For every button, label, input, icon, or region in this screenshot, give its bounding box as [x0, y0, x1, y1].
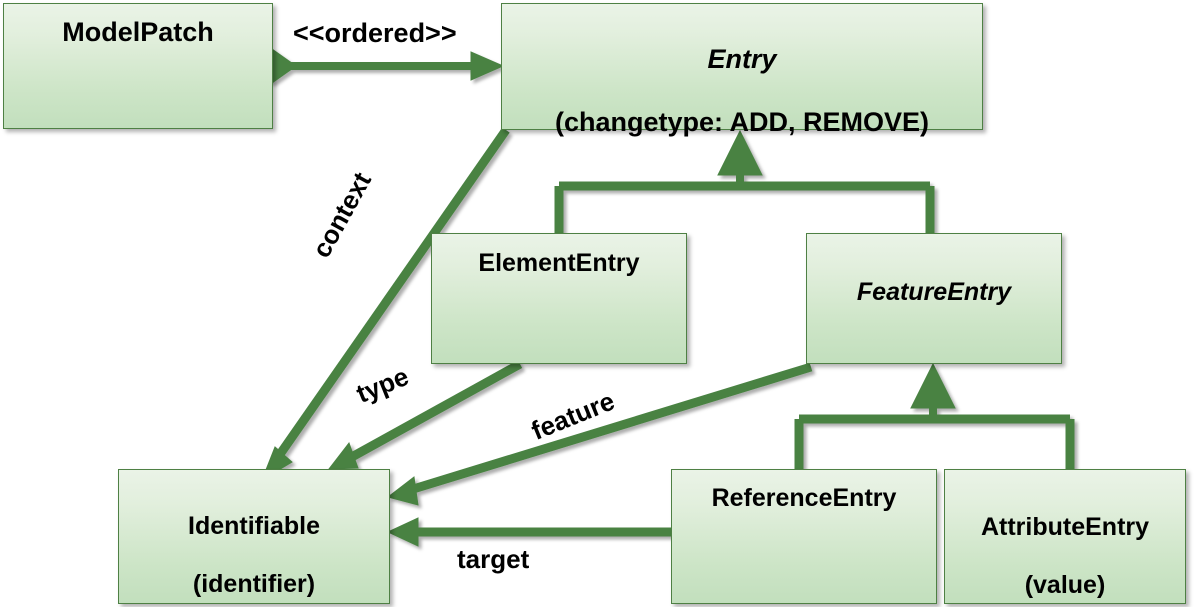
filled-triangle-icon: [910, 362, 956, 409]
edge-label-target: target: [457, 544, 530, 574]
open-arrow-icon: [386, 517, 419, 547]
class-box-attributeentry[interactable]: AttributeEntry (value): [944, 469, 1186, 604]
edge-feature: [386, 362, 813, 506]
class-box-modelpatch[interactable]: ModelPatch: [3, 3, 273, 129]
open-arrow-icon: [327, 441, 359, 470]
class-attributes-attributeentry: (value): [1024, 571, 1106, 599]
class-attributes-identifiable: (identifier): [192, 570, 316, 598]
class-name-identifiable: Identifiable (identifier): [119, 470, 389, 607]
open-arrow-icon: [470, 51, 505, 81]
edge-target: [386, 517, 671, 547]
edge-generalization-featureentry: [794, 362, 1075, 469]
class-name-referenceentry: ReferenceEntry: [711, 484, 897, 512]
edge-modelpatch-entry: [247, 48, 505, 84]
edge-generalization-entry: [554, 129, 935, 233]
class-name-entry: Entry (changetype: ADD, REMOVE): [502, 4, 982, 170]
edge-label-ordered: <<ordered>>: [293, 18, 457, 48]
class-box-entry[interactable]: Entry (changetype: ADD, REMOVE): [501, 3, 983, 137]
class-attributes-entry: (changetype: ADD, REMOVE): [554, 106, 930, 137]
class-name-entry-title: Entry: [707, 44, 777, 75]
edge-type: [327, 360, 523, 470]
class-name-elemententry: ElementEntry: [478, 249, 640, 277]
class-name-modelpatch: ModelPatch: [62, 17, 214, 47]
class-box-identifiable[interactable]: Identifiable (identifier): [118, 469, 390, 604]
class-name-featureentry-title: FeatureEntry: [856, 278, 1012, 306]
class-box-referenceentry[interactable]: ReferenceEntry: [671, 469, 937, 604]
class-box-featureentry[interactable]: FeatureEntry: [806, 233, 1062, 364]
open-arrow-icon: [386, 476, 419, 506]
class-box-elemententry[interactable]: ElementEntry: [431, 233, 687, 364]
class-name-identifiable-title: Identifiable: [188, 512, 320, 540]
class-name-attributeentry: AttributeEntry (value): [945, 470, 1185, 607]
class-name-attributeentry-title: AttributeEntry: [980, 513, 1150, 541]
class-name-featureentry: FeatureEntry: [807, 234, 1061, 336]
